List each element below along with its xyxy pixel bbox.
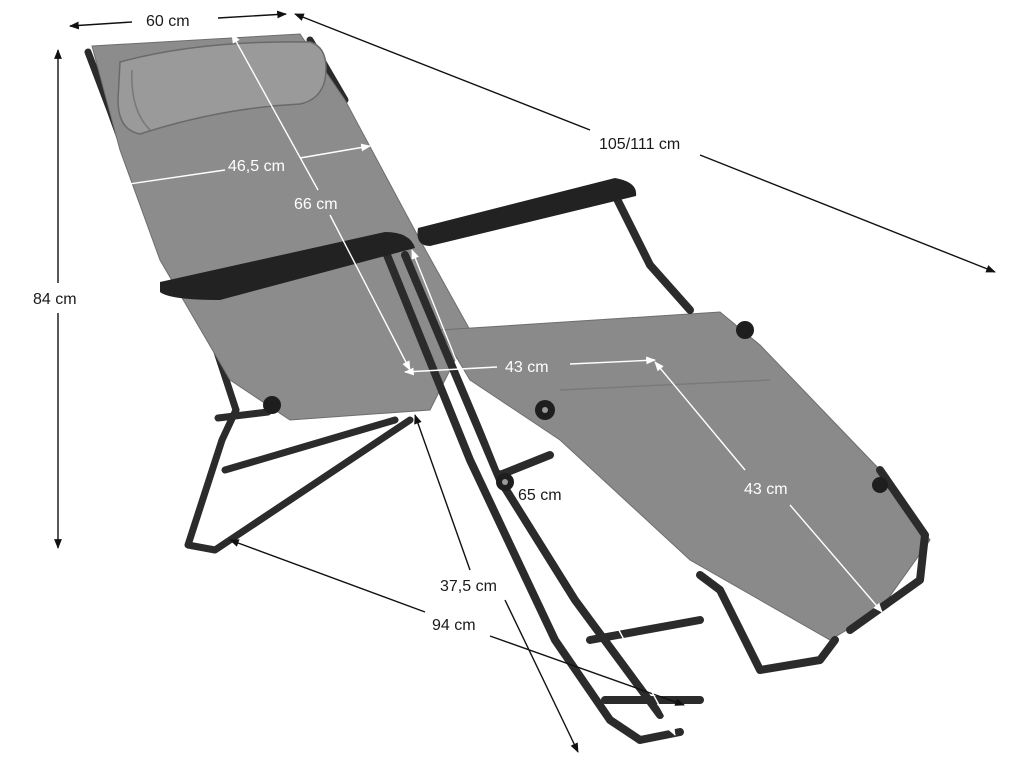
seat-seam — [559, 379, 771, 391]
dimension-lines-light — [121, 33, 883, 736]
label-length-total: 105/111 cm — [599, 136, 680, 153]
label-seat-height: 37,5 cm — [440, 578, 497, 595]
dimension-lines-dark — [54, 10, 996, 753]
right-armrest — [417, 178, 637, 246]
label-seat-width: 43 cm — [505, 359, 549, 376]
label-armrest-height: 65 cm — [518, 487, 562, 504]
label-base-length: 94 cm — [432, 617, 476, 634]
hinge-centers — [502, 407, 548, 485]
label-height-total: 84 cm — [33, 291, 77, 308]
left-armrest — [160, 232, 415, 300]
label-backrest-width: 46,5 cm — [228, 158, 285, 175]
label-legrest-length: 43 cm — [744, 481, 788, 498]
headrest-pillow — [117, 41, 327, 135]
label-backrest-length: 66 cm — [294, 196, 338, 213]
dimension-labels: 60 cm 105/111 cm 46,5 cm 66 cm 84 cm 43 … — [33, 13, 788, 634]
armrests — [160, 178, 637, 300]
label-width-top: 60 cm — [146, 13, 190, 30]
backrest-fabric — [91, 33, 471, 421]
front-frame — [381, 191, 929, 744]
chair-illustration — [84, 33, 931, 744]
